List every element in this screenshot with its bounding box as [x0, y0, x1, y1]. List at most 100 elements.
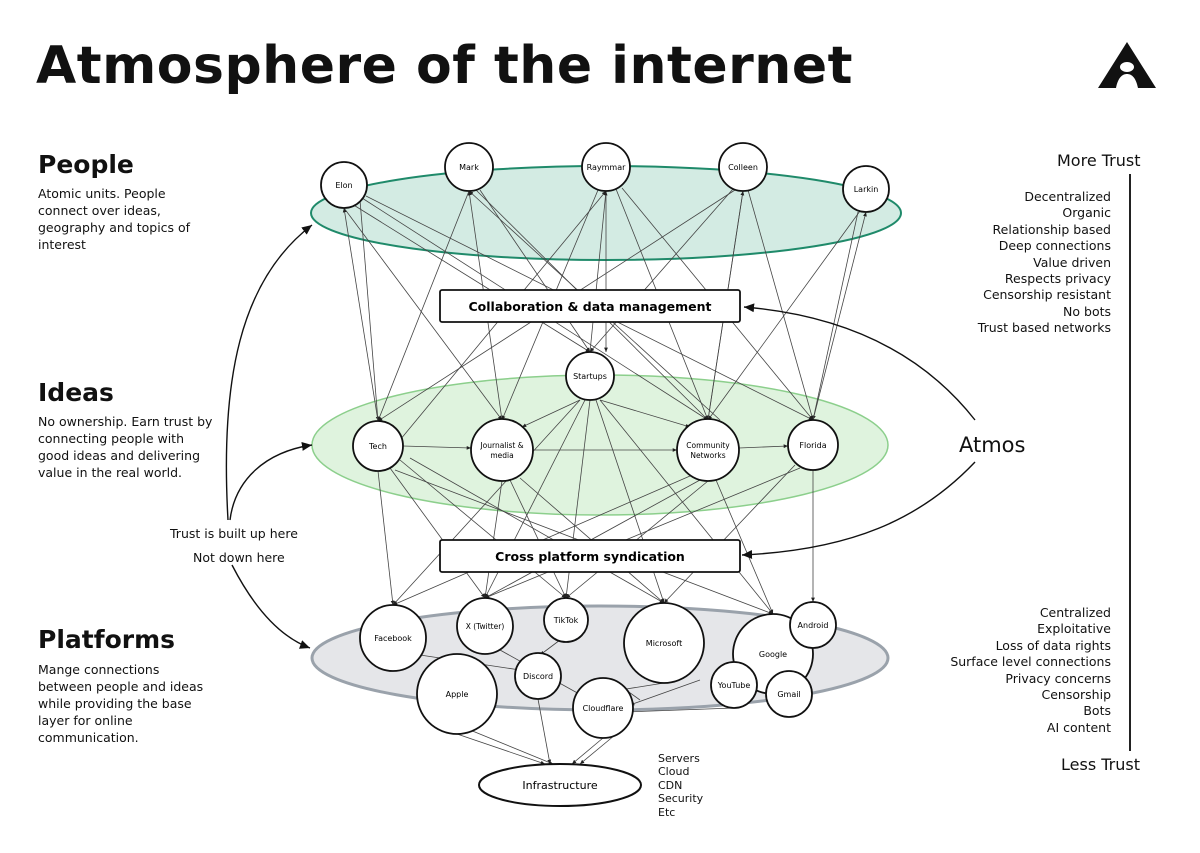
connection-edge	[484, 467, 801, 599]
page-title: Atmosphere of the internet	[36, 36, 853, 96]
trust-arrow-to-ideas	[229, 442, 313, 521]
connection-edge	[342, 207, 379, 422]
idea-label-startups: Startups	[573, 372, 607, 381]
more-trust-item: Deep connections	[998, 238, 1111, 254]
infrastructure-item: Servers	[658, 752, 700, 765]
idea-label-community-1: Community	[686, 441, 730, 450]
not-down-here-note: Not down here	[193, 550, 285, 565]
idea-node-community	[676, 418, 740, 482]
more-trust-item: Relationship based	[992, 221, 1111, 237]
infrastructure-node	[478, 763, 642, 807]
more-trust-item: Value driven	[1033, 254, 1111, 270]
connection-edge	[619, 682, 665, 692]
platform-label-microsoft: Microsoft	[646, 639, 682, 648]
connection-edge	[624, 707, 735, 714]
connection-edge	[571, 737, 604, 765]
idea-label-tech: Tech	[368, 442, 387, 451]
platform-node-gmail	[765, 670, 813, 718]
connection-edge	[402, 445, 472, 450]
more-trust-item: Censorship resistant	[983, 287, 1111, 303]
idea-label-journalist-2: media	[490, 451, 513, 460]
connection-edge	[738, 444, 789, 449]
connection-edge	[484, 479, 701, 599]
trust-axis-line	[1129, 174, 1131, 751]
platform-node-discord	[514, 652, 562, 700]
connection-edge	[351, 203, 591, 353]
person-node-colleen	[718, 142, 768, 192]
connection-edge	[579, 734, 616, 765]
connection-edge	[663, 464, 796, 604]
idea-node-journalist	[470, 418, 534, 482]
person-node-elon	[320, 161, 368, 209]
less-trust-item: Surface level connections	[950, 654, 1111, 670]
platform-node-cloudflare	[572, 677, 634, 739]
idea-label-community-2: Networks	[690, 451, 725, 460]
platform-label-gmail: Gmail	[777, 690, 800, 699]
atmos-arrow-syndication	[741, 461, 976, 560]
idea-node-florida	[787, 419, 839, 471]
less-trust-item: Exploitative	[1037, 621, 1111, 637]
trust-arrow-to-platforms	[231, 564, 311, 649]
person-node-mark	[444, 142, 494, 192]
ideas-heading: Ideas	[38, 378, 114, 407]
platform-label-cloudflare: Cloudflare	[583, 704, 624, 713]
connection-edge	[389, 467, 486, 599]
ideas-description: No ownership. Earn trust by connecting p…	[38, 414, 213, 480]
platform-node-tiktok	[543, 597, 589, 643]
connection-edge	[509, 479, 567, 599]
platforms-heading: Platforms	[38, 625, 176, 654]
connection-edge	[521, 399, 581, 428]
connection-edge	[812, 211, 867, 421]
more-trust-list: Decentralized Organic Relationship based…	[978, 189, 1111, 337]
person-node-larkin	[842, 165, 890, 213]
infrastructure-list: Servers Cloud CDN Security Etc	[658, 752, 703, 819]
platform-label-google: Google	[759, 650, 787, 659]
connection-edge	[377, 470, 395, 606]
platform-label-facebook: Facebook	[374, 634, 412, 643]
platform-node-microsoft	[623, 602, 705, 684]
infrastructure-label: Infrastructure	[522, 779, 598, 792]
connection-edge	[715, 479, 774, 615]
platform-node-android	[789, 601, 837, 649]
idea-label-journalist-1: Journalist &	[479, 441, 523, 450]
more-trust-item: Respects privacy	[1004, 270, 1111, 286]
trust-built-up-note: Trust is built up here	[170, 526, 298, 541]
platform-node-apple	[416, 653, 498, 735]
platform-label-android: Android	[798, 621, 829, 630]
platform-node-youtube	[710, 661, 758, 709]
atmos-arrow-collab	[743, 303, 976, 421]
less-trust-item: Bots	[1083, 703, 1111, 719]
connection-edge	[343, 207, 503, 421]
less-trust-item: Loss of data rights	[995, 637, 1111, 653]
connection-edge	[747, 189, 814, 421]
connection-edge	[537, 698, 552, 765]
connection-edge	[392, 399, 581, 606]
connection-edge	[599, 399, 691, 428]
more-trust-item: Organic	[1062, 205, 1111, 221]
idea-node-tech	[352, 420, 404, 472]
less-trust-list: Centralized Exploitative Loss of data ri…	[950, 605, 1111, 736]
platform-label-x: X (Twitter)	[466, 622, 505, 631]
infrastructure-item: Cloud	[658, 765, 690, 779]
atmos-logo-icon	[1098, 42, 1156, 88]
connection-edge	[589, 188, 734, 353]
more-trust-item: No bots	[1063, 303, 1111, 319]
collab-bar	[439, 289, 741, 323]
atmos-label: Atmos	[959, 433, 1026, 457]
connection-edge	[599, 399, 774, 615]
infrastructure-item: Security	[658, 792, 704, 806]
person-label-colleen: Colleen	[728, 163, 758, 172]
more-trust-item: Trust based networks	[977, 320, 1111, 336]
less-trust-item: Censorship	[1041, 686, 1111, 702]
connection-edge	[409, 457, 665, 604]
connection-edge	[629, 679, 701, 706]
platform-label-discord: Discord	[523, 672, 553, 681]
platform-label-tiktok: TikTok	[553, 616, 579, 625]
person-node-raymmar	[581, 142, 631, 192]
collab-bar-label: Collaboration & data management	[469, 299, 712, 314]
syndication-bar-label: Cross platform syndication	[495, 549, 685, 564]
person-label-elon: Elon	[335, 181, 352, 190]
connection-edge	[469, 729, 554, 765]
people-description: Atomic units. People connect over ideas,…	[38, 186, 191, 252]
more-trust-item: Decentralized	[1024, 189, 1111, 204]
